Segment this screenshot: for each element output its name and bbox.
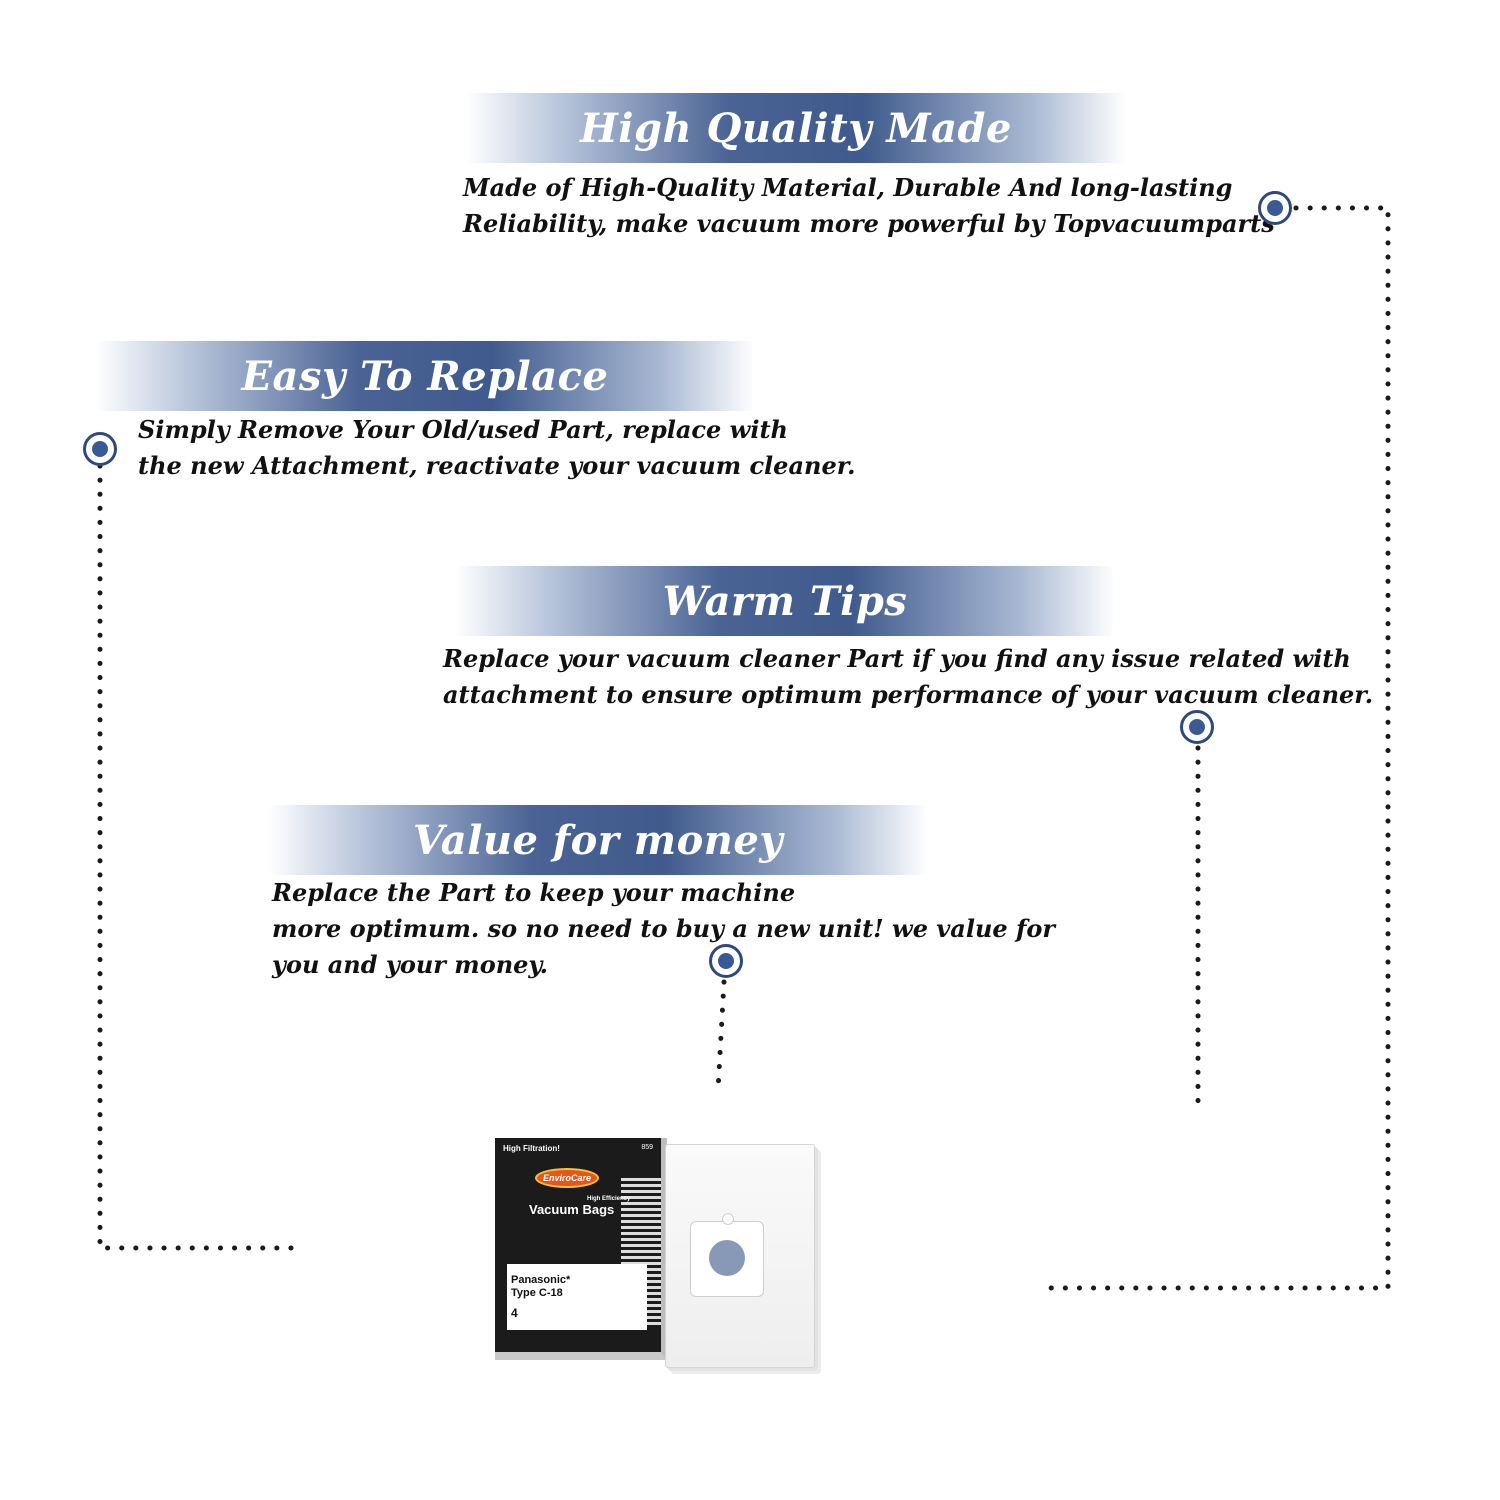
description-line: Replace the Part to keep your machine <box>272 878 796 907</box>
description-warm-tips: Replace your vacuum cleaner Part if you … <box>443 641 1373 713</box>
description-line: more optimum. so no need to buy a new un… <box>272 914 1055 943</box>
vacuum-bag <box>665 1144 815 1368</box>
description-line: Reliability, make vacuum more powerful b… <box>463 209 1275 238</box>
description-line: attachment to ensure optimum performance… <box>443 680 1374 709</box>
connector-high-quality <box>1035 205 1391 1291</box>
product-box: High Filtration! 859 EnviroCare High Eff… <box>495 1138 667 1360</box>
description-line: Made of High-Quality Material, Durable A… <box>463 173 1233 202</box>
description-high-quality: Made of High-Quality Material, Durable A… <box>463 170 1275 242</box>
section-title: Value for money <box>412 816 784 864</box>
section-title: Easy To Replace <box>241 352 609 400</box>
product-image: High Filtration! 859 EnviroCare High Eff… <box>495 1138 817 1370</box>
model-brand: Panasonic* <box>511 1274 571 1286</box>
box-efficiency: High Efficiency <box>587 1196 631 1202</box>
box-number: 859 <box>641 1144 653 1151</box>
box-model: Panasonic* Type C-18 <box>511 1274 570 1300</box>
banner-high-quality: High Quality Made <box>466 93 1126 163</box>
bullet-icon <box>1258 191 1292 225</box>
section-title: High Quality Made <box>580 104 1012 152</box>
box-quantity: 4 <box>511 1306 518 1320</box>
banner-value-money: Value for money <box>268 805 928 875</box>
bullet-icon <box>709 944 743 978</box>
description-line: you and your money. <box>272 950 548 979</box>
description-line: the new Attachment, reactivate your vacu… <box>138 451 856 480</box>
description-easy-replace: Simply Remove Your Old/used Part, replac… <box>138 412 856 484</box>
section-title: Warm Tips <box>662 577 908 625</box>
banner-easy-replace: Easy To Replace <box>95 341 755 411</box>
brand-logo: EnviroCare <box>535 1168 599 1188</box>
bag-collar <box>690 1213 764 1297</box>
connector-value-money <box>715 979 727 1093</box>
description-line: Simply Remove Your Old/used Part, replac… <box>138 415 788 444</box>
banner-warm-tips: Warm Tips <box>455 566 1115 636</box>
bullet-icon <box>83 432 117 466</box>
bullet-icon <box>1180 710 1214 744</box>
box-title: Vacuum Bags <box>529 1202 615 1217</box>
description-line: Replace your vacuum cleaner Part if you … <box>443 644 1351 673</box>
model-type: Type C-18 <box>511 1287 563 1299</box>
description-value-money: Replace the Part to keep your machine mo… <box>272 875 1055 983</box>
connector-easy-replace <box>97 463 299 1251</box>
box-model-panel: Panasonic* Type C-18 4 <box>507 1264 647 1330</box>
box-top-label: High Filtration! <box>503 1144 560 1153</box>
